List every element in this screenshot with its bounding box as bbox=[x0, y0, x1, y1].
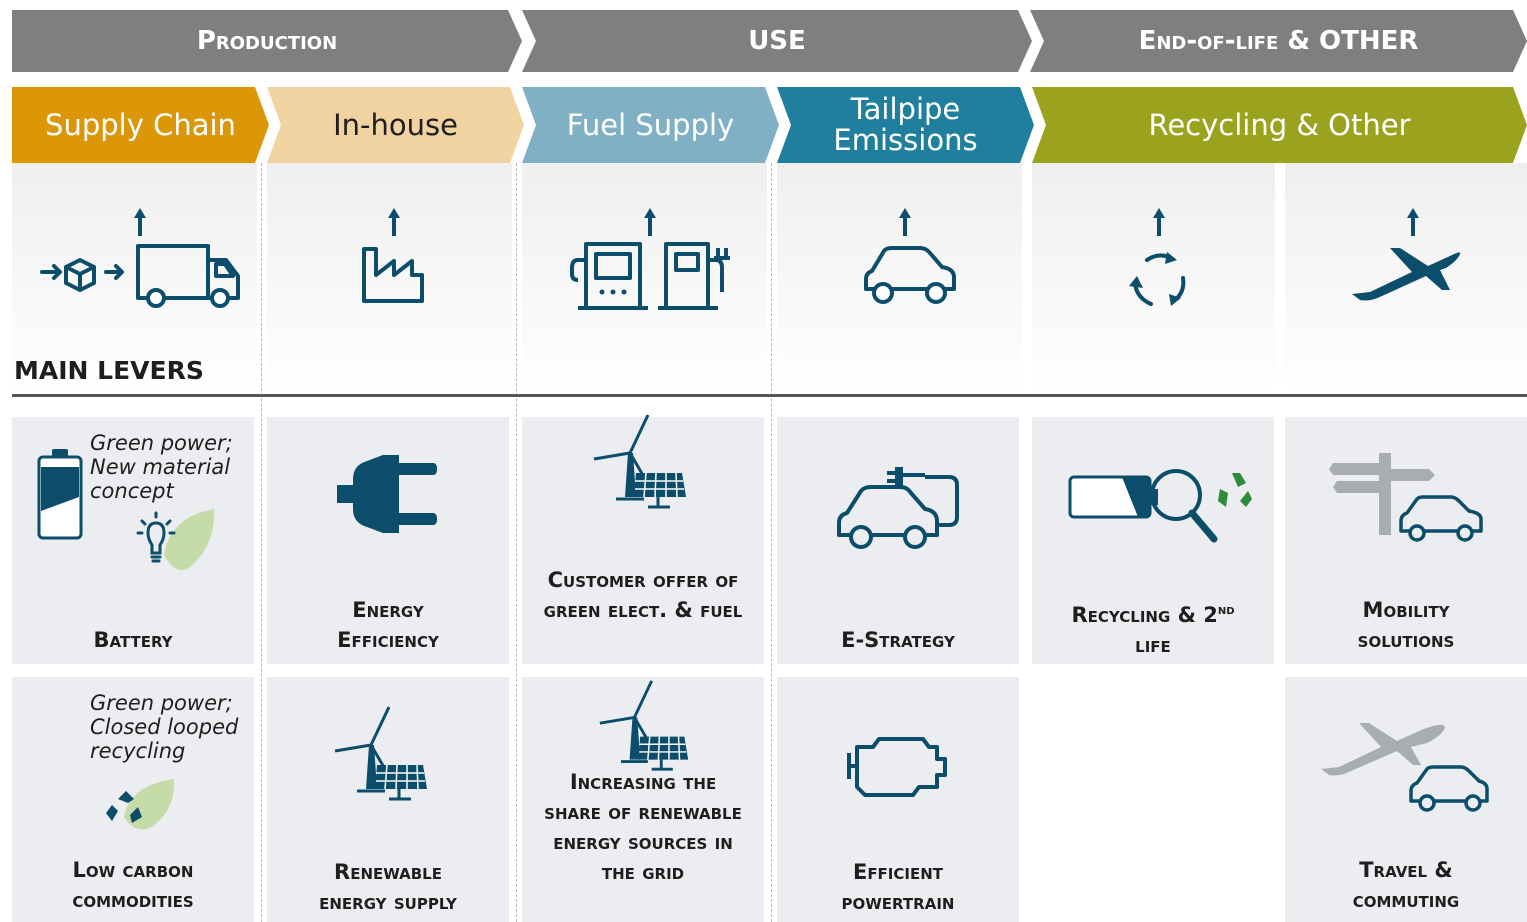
phase-end-of-life-label: End-of-life & OTHER bbox=[1138, 26, 1419, 56]
phase-production: Production bbox=[12, 10, 522, 72]
lever-card-e-strategy: E-Strategy bbox=[777, 417, 1019, 664]
lever-card-low-carbon: Green power; Closed looped recycling Low… bbox=[12, 677, 254, 922]
increasing-share-label: Increasing the share of renewable energy… bbox=[544, 770, 742, 884]
wind-solar-icon bbox=[599, 680, 689, 771]
plane-car-icon bbox=[1321, 723, 1489, 812]
main-levers-title: MAIN LEVERS bbox=[14, 356, 204, 385]
efficient-powertrain-label: Efficient powertrain bbox=[841, 860, 955, 914]
column-divider bbox=[771, 163, 772, 922]
lever-card-energy-efficiency: Energy Efficiency bbox=[267, 417, 509, 664]
energy-efficiency-label: Energy Efficiency bbox=[337, 598, 439, 652]
lever-card-recycling: Recycling & 2nd life bbox=[1032, 417, 1274, 664]
main-levers-rule bbox=[12, 394, 1527, 397]
renewable-supply-label: Renewable energy supply bbox=[319, 860, 457, 914]
category-supply-chain: Supply Chain bbox=[12, 87, 269, 163]
category-fuel-supply-label: Fuel Supply bbox=[566, 107, 735, 142]
phase-use-label: USE bbox=[748, 26, 806, 56]
electric-car-icon bbox=[837, 467, 959, 549]
category-fuel-supply: Fuel Supply bbox=[522, 87, 779, 163]
airplane-icon bbox=[1352, 248, 1461, 301]
category-tailpipe-emissions: Tailpipe Emissions bbox=[777, 87, 1034, 163]
arrow-up-icon bbox=[134, 208, 146, 236]
lever-card-increasing-share: Increasing the share of renewable energy… bbox=[522, 677, 764, 922]
factory-icon bbox=[362, 247, 424, 303]
icon-band-recycling bbox=[1032, 163, 1275, 393]
mobility-label: Mobility solutions bbox=[1357, 598, 1455, 652]
wind-solar-icon bbox=[334, 706, 427, 801]
category-in-house: In-house bbox=[267, 87, 524, 163]
icon-band-tailpipe bbox=[777, 163, 1022, 393]
phase-production-label: Production bbox=[196, 26, 338, 56]
lever-card-mobility: Mobility solutions bbox=[1285, 417, 1527, 664]
e-strategy-label: E-Strategy bbox=[841, 628, 955, 652]
column-divider bbox=[261, 163, 262, 922]
battery-note: Green power; New material concept bbox=[90, 431, 233, 503]
arrow-up-icon bbox=[1407, 208, 1419, 236]
arrow-up-icon bbox=[388, 208, 400, 236]
customer-offer-label: Customer offer of green elect. & fuel bbox=[543, 568, 743, 622]
fuel-pump-icon bbox=[570, 242, 730, 310]
column-divider bbox=[516, 163, 517, 922]
battery-icon bbox=[37, 449, 83, 540]
signpost-car-icon bbox=[1329, 453, 1483, 542]
phase-use: USE bbox=[522, 10, 1032, 72]
travel-label: Travel & commuting bbox=[1352, 858, 1460, 912]
lever-card-efficient-powertrain: Efficient powertrain bbox=[777, 677, 1019, 922]
recycling-label-main: Recycling & 2 bbox=[1071, 603, 1218, 627]
icon-band-in-house bbox=[267, 163, 512, 393]
battery-magnifier-recycle-icon bbox=[1068, 469, 1252, 543]
plug-icon bbox=[337, 455, 437, 533]
supply-chain-truck-icon bbox=[40, 244, 240, 308]
category-supply-chain-label: Supply Chain bbox=[45, 107, 236, 142]
category-recycling-other-label: Recycling & Other bbox=[1148, 107, 1411, 142]
category-tailpipe-emissions-label: Tailpipe Emissions bbox=[833, 92, 978, 157]
arrow-up-icon bbox=[644, 208, 656, 236]
recycling-label: Recycling & 2nd life bbox=[1062, 595, 1244, 660]
low-carbon-label: Low carbon commodities bbox=[72, 858, 194, 912]
arrow-up-icon bbox=[899, 208, 911, 236]
recycling-label-sup: nd bbox=[1217, 602, 1235, 618]
engine-icon bbox=[847, 737, 947, 797]
arrow-up-icon bbox=[1153, 208, 1165, 236]
phase-end-of-life: End-of-life & OTHER bbox=[1030, 10, 1527, 72]
lever-card-travel: Travel & commuting bbox=[1285, 677, 1527, 922]
lightbulb-leaf-icon bbox=[136, 509, 215, 571]
wind-solar-icon bbox=[593, 414, 686, 509]
icon-band-fuel-supply bbox=[522, 163, 767, 393]
recycle-leaf-icon bbox=[106, 779, 175, 830]
car-icon bbox=[864, 246, 956, 304]
recycle-icon bbox=[1129, 252, 1186, 306]
lever-card-customer-offer: Customer offer of green elect. & fuel bbox=[522, 414, 764, 664]
category-recycling-other: Recycling & Other bbox=[1032, 87, 1527, 163]
lever-card-renewable-supply: Renewable energy supply bbox=[267, 677, 509, 922]
lever-card-battery: Green power; New material concept Batter… bbox=[12, 417, 254, 664]
recycling-label-tail: life bbox=[1135, 633, 1171, 657]
low-carbon-note: Green power; Closed looped recycling bbox=[90, 691, 239, 763]
category-in-house-label: In-house bbox=[333, 107, 458, 142]
battery-label: Battery bbox=[93, 628, 173, 652]
